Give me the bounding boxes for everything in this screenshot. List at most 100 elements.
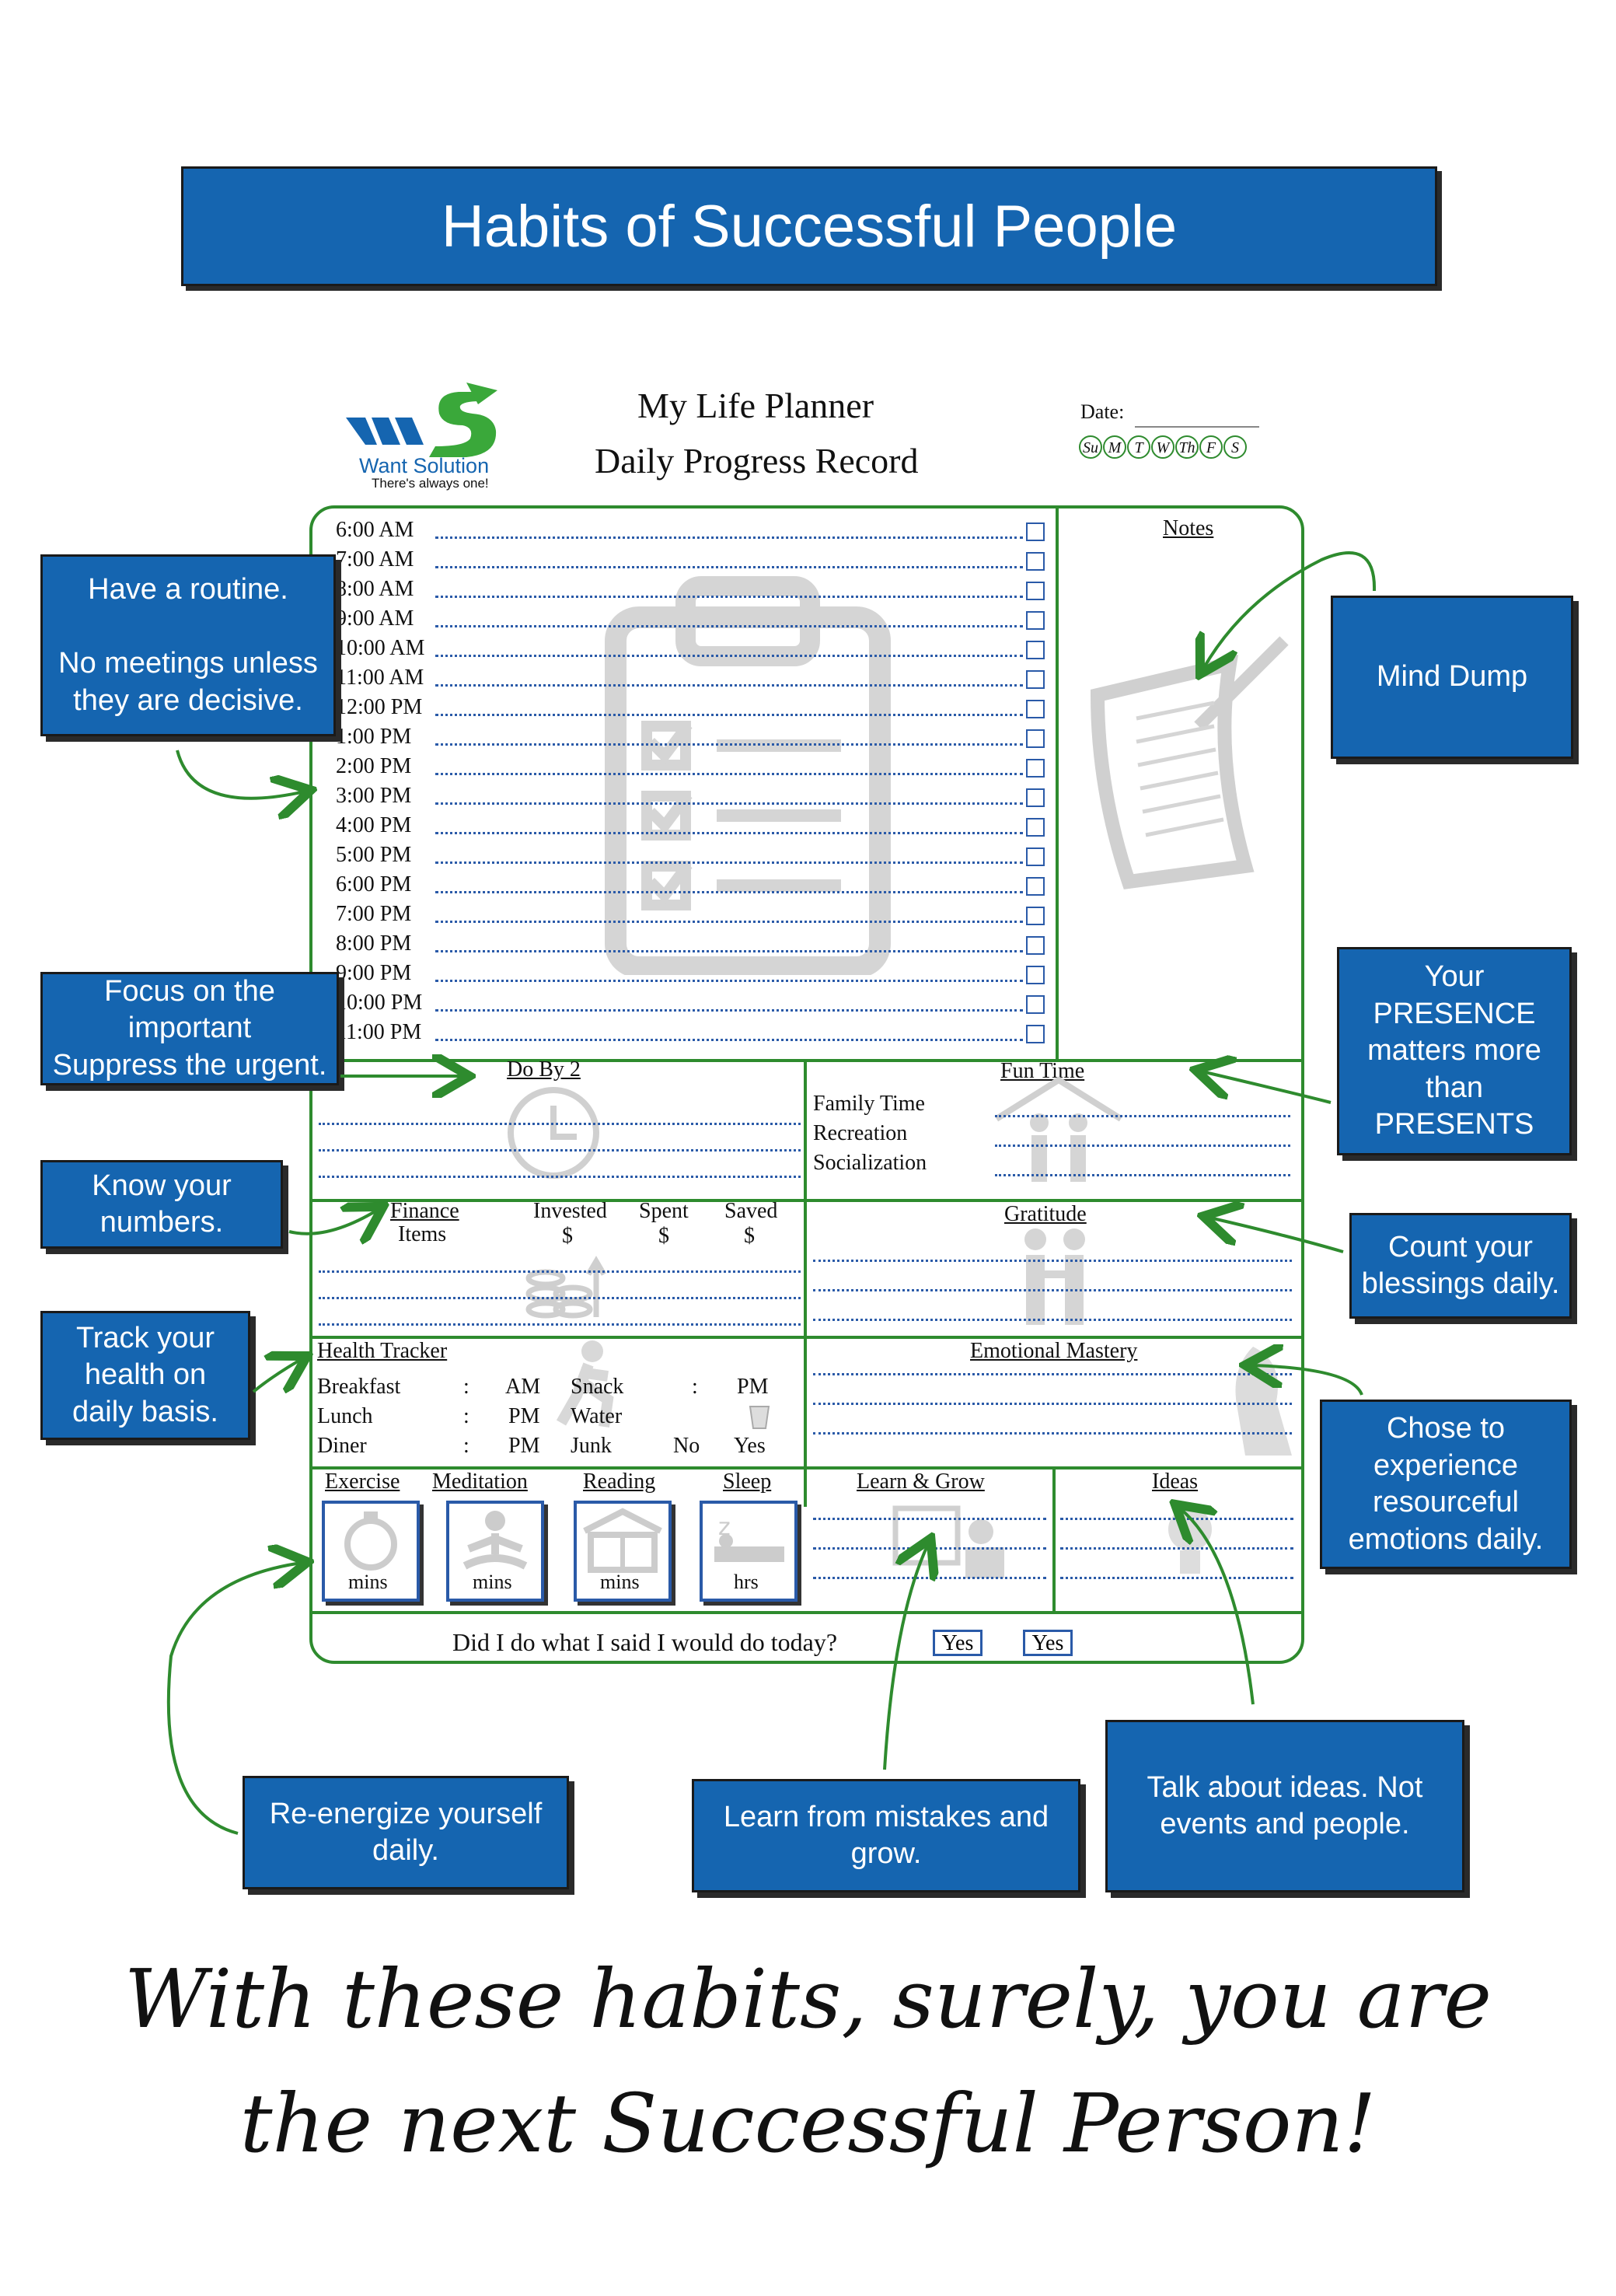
- brand-name: Want Solution: [359, 454, 490, 477]
- health-colon: :: [463, 1404, 469, 1428]
- meditation-heading: Meditation: [432, 1470, 528, 1494]
- health-heading: Health Tracker: [317, 1339, 448, 1363]
- callout-emotions: Chose to experience resourceful emotions…: [1320, 1400, 1572, 1569]
- reading-tile[interactable]: mins: [574, 1501, 672, 1602]
- hour-checkbox[interactable]: [1026, 641, 1045, 659]
- hour-label: 11:00 PM: [336, 1020, 422, 1044]
- day-th[interactable]: Th: [1175, 435, 1199, 459]
- hour-checkbox[interactable]: [1026, 1025, 1045, 1043]
- day-t[interactable]: T: [1127, 435, 1150, 459]
- hour-checkbox[interactable]: [1026, 788, 1045, 807]
- fun-time-heading: Fun Time: [1000, 1059, 1085, 1083]
- hour-checkbox[interactable]: [1026, 995, 1045, 1014]
- day-f[interactable]: F: [1199, 435, 1223, 459]
- exercise-tile[interactable]: mins: [322, 1501, 420, 1602]
- hour-entry-line[interactable]: [435, 773, 1023, 775]
- do-by-heading: Do By 2: [507, 1057, 581, 1082]
- health-junk-yes[interactable]: Yes: [734, 1434, 766, 1458]
- hour-entry-line[interactable]: [435, 921, 1023, 923]
- hour-label: 1:00 PM: [336, 725, 412, 749]
- hour-checkbox[interactable]: [1026, 907, 1045, 925]
- hour-checkbox[interactable]: [1026, 877, 1045, 896]
- callout-learn: Learn from mistakes and grow.: [692, 1779, 1080, 1892]
- yes-button-1[interactable]: Yes: [933, 1630, 983, 1656]
- hour-checkbox[interactable]: [1026, 522, 1045, 541]
- sleep-tile[interactable]: z hrs: [700, 1501, 798, 1602]
- hour-checkbox[interactable]: [1026, 700, 1045, 718]
- health-colon: :: [692, 1375, 698, 1399]
- hour-checkbox[interactable]: [1026, 818, 1045, 837]
- health-colon: :: [463, 1434, 469, 1458]
- health-snack-label: Snack: [571, 1375, 624, 1399]
- finance-heading: Finance: [390, 1199, 459, 1223]
- hour-checkbox[interactable]: [1026, 847, 1045, 866]
- callout-blessings: Count your blessings daily.: [1349, 1213, 1572, 1319]
- hour-entry-line[interactable]: [435, 743, 1023, 746]
- notes-watermark-icon: [1090, 636, 1289, 889]
- hour-label: 6:00 AM: [336, 518, 414, 542]
- hour-entry-line[interactable]: [435, 596, 1023, 598]
- hour-label: 11:00 AM: [336, 666, 424, 690]
- health-colon: :: [463, 1375, 469, 1399]
- reading-unit: mins: [600, 1571, 640, 1593]
- hour-checkbox[interactable]: [1026, 759, 1045, 778]
- hour-checkbox[interactable]: [1026, 611, 1045, 630]
- hour-label: 10:00 PM: [336, 991, 423, 1015]
- hour-entry-line[interactable]: [435, 684, 1023, 687]
- health-junk-no[interactable]: No: [673, 1434, 700, 1458]
- hour-entry-line[interactable]: [435, 714, 1023, 716]
- hour-entry-line[interactable]: [435, 861, 1023, 864]
- hour-checkbox[interactable]: [1026, 966, 1045, 984]
- callout-mind-dump: Mind Dump: [1331, 596, 1573, 759]
- book-icon: [583, 1508, 662, 1573]
- hour-entry-line[interactable]: [435, 832, 1023, 834]
- meditation-tile[interactable]: mins: [446, 1501, 544, 1602]
- hour-checkbox[interactable]: [1026, 936, 1045, 955]
- hour-label: 12:00 PM: [336, 695, 423, 719]
- bed-icon: z: [714, 1514, 784, 1562]
- fun-recreation-label: Recreation: [813, 1121, 908, 1145]
- health-snack-pm: PM: [737, 1375, 769, 1399]
- yes-button-2[interactable]: Yes: [1023, 1630, 1073, 1656]
- hour-entry-line[interactable]: [435, 980, 1023, 982]
- hour-label: 8:00 AM: [336, 577, 414, 601]
- hour-entry-line[interactable]: [435, 566, 1023, 568]
- hour-label: 10:00 AM: [336, 636, 425, 660]
- callout-ideas: Talk about ideas. Not events and people.: [1105, 1720, 1464, 1892]
- callout-routine: Have a routine. No meetings unless they …: [40, 554, 336, 736]
- health-water-label: Water: [571, 1404, 623, 1428]
- date-line[interactable]: [1135, 426, 1259, 428]
- hour-entry-line[interactable]: [435, 1009, 1023, 1012]
- hour-checkbox[interactable]: [1026, 670, 1045, 689]
- hour-entry-line[interactable]: [435, 1039, 1023, 1041]
- day-s[interactable]: S: [1223, 435, 1247, 459]
- day-su[interactable]: Su: [1079, 435, 1102, 459]
- daily-question: Did I do what I said I would do today?: [452, 1628, 838, 1656]
- hour-label: 7:00 AM: [336, 547, 414, 571]
- hour-checkbox[interactable]: [1026, 582, 1045, 600]
- logo-icon: [346, 383, 497, 457]
- health-breakfast-label: Breakfast: [317, 1375, 401, 1399]
- ideas-heading: Ideas: [1152, 1470, 1199, 1494]
- planner-subtitle: Daily Progress Record: [595, 441, 919, 481]
- hour-checkbox[interactable]: [1026, 552, 1045, 571]
- main-banner: Habits of Successful People: [181, 166, 1437, 286]
- stopwatch-icon: [344, 1511, 397, 1571]
- day-w[interactable]: W: [1151, 435, 1174, 459]
- callout-presence: Your PRESENCE matters more than PRESENTS: [1337, 947, 1572, 1155]
- hour-label: 9:00 AM: [336, 606, 414, 631]
- brand-tagline: There's always one!: [372, 476, 489, 491]
- hour-entry-line[interactable]: [435, 655, 1023, 657]
- family-watermark-icon: [994, 1076, 1123, 1182]
- hour-entry-line[interactable]: [435, 950, 1023, 952]
- hour-entry-line[interactable]: [435, 802, 1023, 805]
- callout-numbers: Know your numbers.: [40, 1160, 283, 1249]
- finance-invested-label: Invested: [533, 1199, 607, 1223]
- hour-label: 3:00 PM: [336, 784, 412, 808]
- hour-entry-line[interactable]: [435, 891, 1023, 893]
- hour-checkbox[interactable]: [1026, 729, 1045, 748]
- hour-entry-line[interactable]: [435, 536, 1023, 539]
- hour-entry-line[interactable]: [435, 625, 1023, 627]
- day-m[interactable]: M: [1103, 435, 1126, 459]
